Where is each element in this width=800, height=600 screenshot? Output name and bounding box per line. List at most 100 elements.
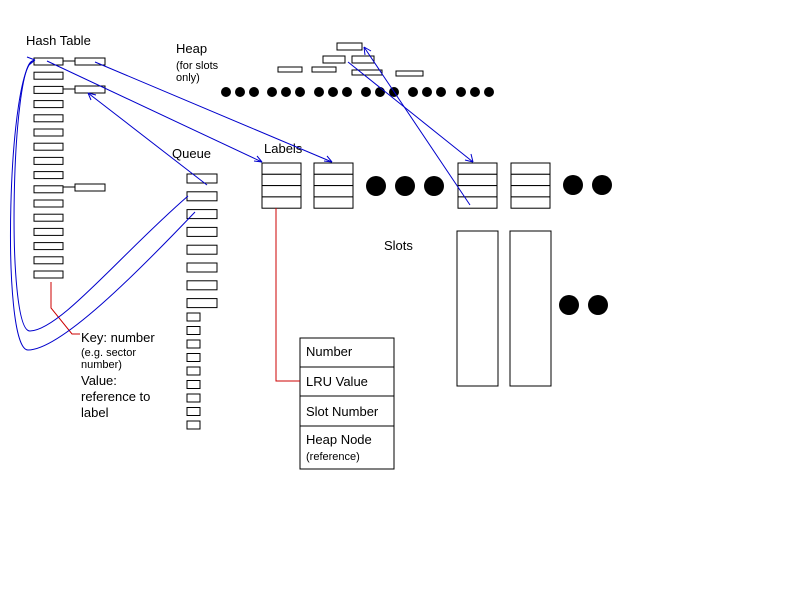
heap-dot xyxy=(235,87,245,97)
labels-ellipsis-dot xyxy=(366,176,386,196)
queue-entry xyxy=(186,339,201,349)
value-line3: label xyxy=(81,405,109,420)
hash-bucket xyxy=(33,199,64,208)
hash-table-buckets xyxy=(33,57,64,279)
label-record-row xyxy=(261,162,302,175)
heap-note-line2: only) xyxy=(176,72,200,84)
label-record-row xyxy=(510,162,551,175)
queue-entry xyxy=(186,326,201,335)
label-record-row xyxy=(510,185,551,198)
hash-bucket xyxy=(33,185,64,194)
hash-bucket xyxy=(33,71,64,80)
heap-dot xyxy=(408,87,418,97)
arrowhead xyxy=(253,155,263,163)
label-record-row xyxy=(313,185,354,198)
heap-dot xyxy=(328,87,338,97)
queue-entry xyxy=(186,420,201,430)
heap-node xyxy=(351,55,375,64)
hash-bucket xyxy=(33,114,64,123)
hash-table-title: Hash Table xyxy=(26,33,91,48)
queue-entry xyxy=(186,262,218,273)
hash-bucket xyxy=(33,256,64,265)
labels-title: Labels xyxy=(264,141,303,156)
hash-chain-entry xyxy=(74,183,106,192)
heap-dot xyxy=(456,87,466,97)
heap-dot xyxy=(314,87,324,97)
arrowhead xyxy=(323,155,333,163)
label-record-row xyxy=(313,173,354,187)
key-line1: Key: number xyxy=(81,330,155,345)
slot-block xyxy=(509,230,552,387)
label-record-row xyxy=(261,173,302,187)
heap-dot xyxy=(267,87,277,97)
label-record-row xyxy=(457,173,498,187)
arrowhead xyxy=(464,153,474,163)
heap-dot xyxy=(422,87,432,97)
queue-entry xyxy=(186,312,201,322)
heap-ellipsis-dots xyxy=(221,87,494,97)
label-record-row xyxy=(261,196,302,209)
hash-bucket xyxy=(33,242,64,251)
hash-bucket xyxy=(33,100,64,109)
hash-bucket xyxy=(33,128,64,137)
label-record-row xyxy=(457,196,498,209)
label-record-row xyxy=(510,173,551,187)
queue-entry xyxy=(186,393,201,403)
heap-node xyxy=(277,66,303,73)
slots-ellipsis-dot xyxy=(559,295,579,315)
queue-entry xyxy=(186,280,218,291)
hash-bucket xyxy=(33,142,64,151)
hash-bucket xyxy=(33,171,64,180)
heap-node xyxy=(395,70,424,77)
field-lru-value: LRU Value xyxy=(306,374,368,389)
pointer-label-to-heap xyxy=(363,46,471,206)
heap-dot xyxy=(342,87,352,97)
field-number: Number xyxy=(306,344,353,359)
heap-node xyxy=(322,55,346,64)
slots-ellipsis-dot xyxy=(588,295,608,315)
pointer-hash-to-label xyxy=(94,61,333,163)
heap-dot xyxy=(436,87,446,97)
label-record-row xyxy=(457,162,498,175)
slot-block xyxy=(456,230,499,387)
key-line2: (e.g. sector xyxy=(81,347,136,359)
label-records xyxy=(261,162,551,209)
labels-ellipsis-dot xyxy=(563,175,583,195)
label-record-row xyxy=(313,162,354,175)
arrowhead xyxy=(26,56,36,66)
heap-node xyxy=(311,66,337,73)
label-record-row xyxy=(510,196,551,209)
queue-entry xyxy=(186,380,201,389)
heap-dot xyxy=(484,87,494,97)
slots-title: Slots xyxy=(384,238,413,253)
labels-ellipsis-dot xyxy=(424,176,444,196)
value-line2: reference to xyxy=(81,389,150,404)
hash-bucket xyxy=(33,213,64,222)
field-heap-node-note: (reference) xyxy=(306,451,360,463)
heap-dot xyxy=(249,87,259,97)
queue-entry xyxy=(186,209,218,220)
heap-title: Heap xyxy=(176,41,207,56)
queue-entry xyxy=(186,173,218,184)
queue-entries xyxy=(186,173,218,430)
heap-note-line1: (for slots xyxy=(176,60,219,72)
heap-dot xyxy=(470,87,480,97)
label-record-row xyxy=(261,185,302,198)
queue-entry xyxy=(186,244,218,255)
labels-ellipsis-dot xyxy=(395,176,415,196)
queue-entry xyxy=(186,366,201,376)
label-record-detail xyxy=(299,337,395,470)
heap-dot xyxy=(361,87,371,97)
hash-bucket xyxy=(33,270,64,279)
key-line3: number) xyxy=(81,359,122,371)
labels-ellipsis-dot xyxy=(592,175,612,195)
label-record-row xyxy=(313,196,354,209)
arrowhead xyxy=(87,92,97,101)
heap-node xyxy=(351,69,383,76)
queue-title: Queue xyxy=(172,146,211,161)
field-heap-node: Heap Node xyxy=(306,432,372,447)
label-record-annotation-line xyxy=(275,208,300,382)
queue-entry xyxy=(186,353,201,362)
